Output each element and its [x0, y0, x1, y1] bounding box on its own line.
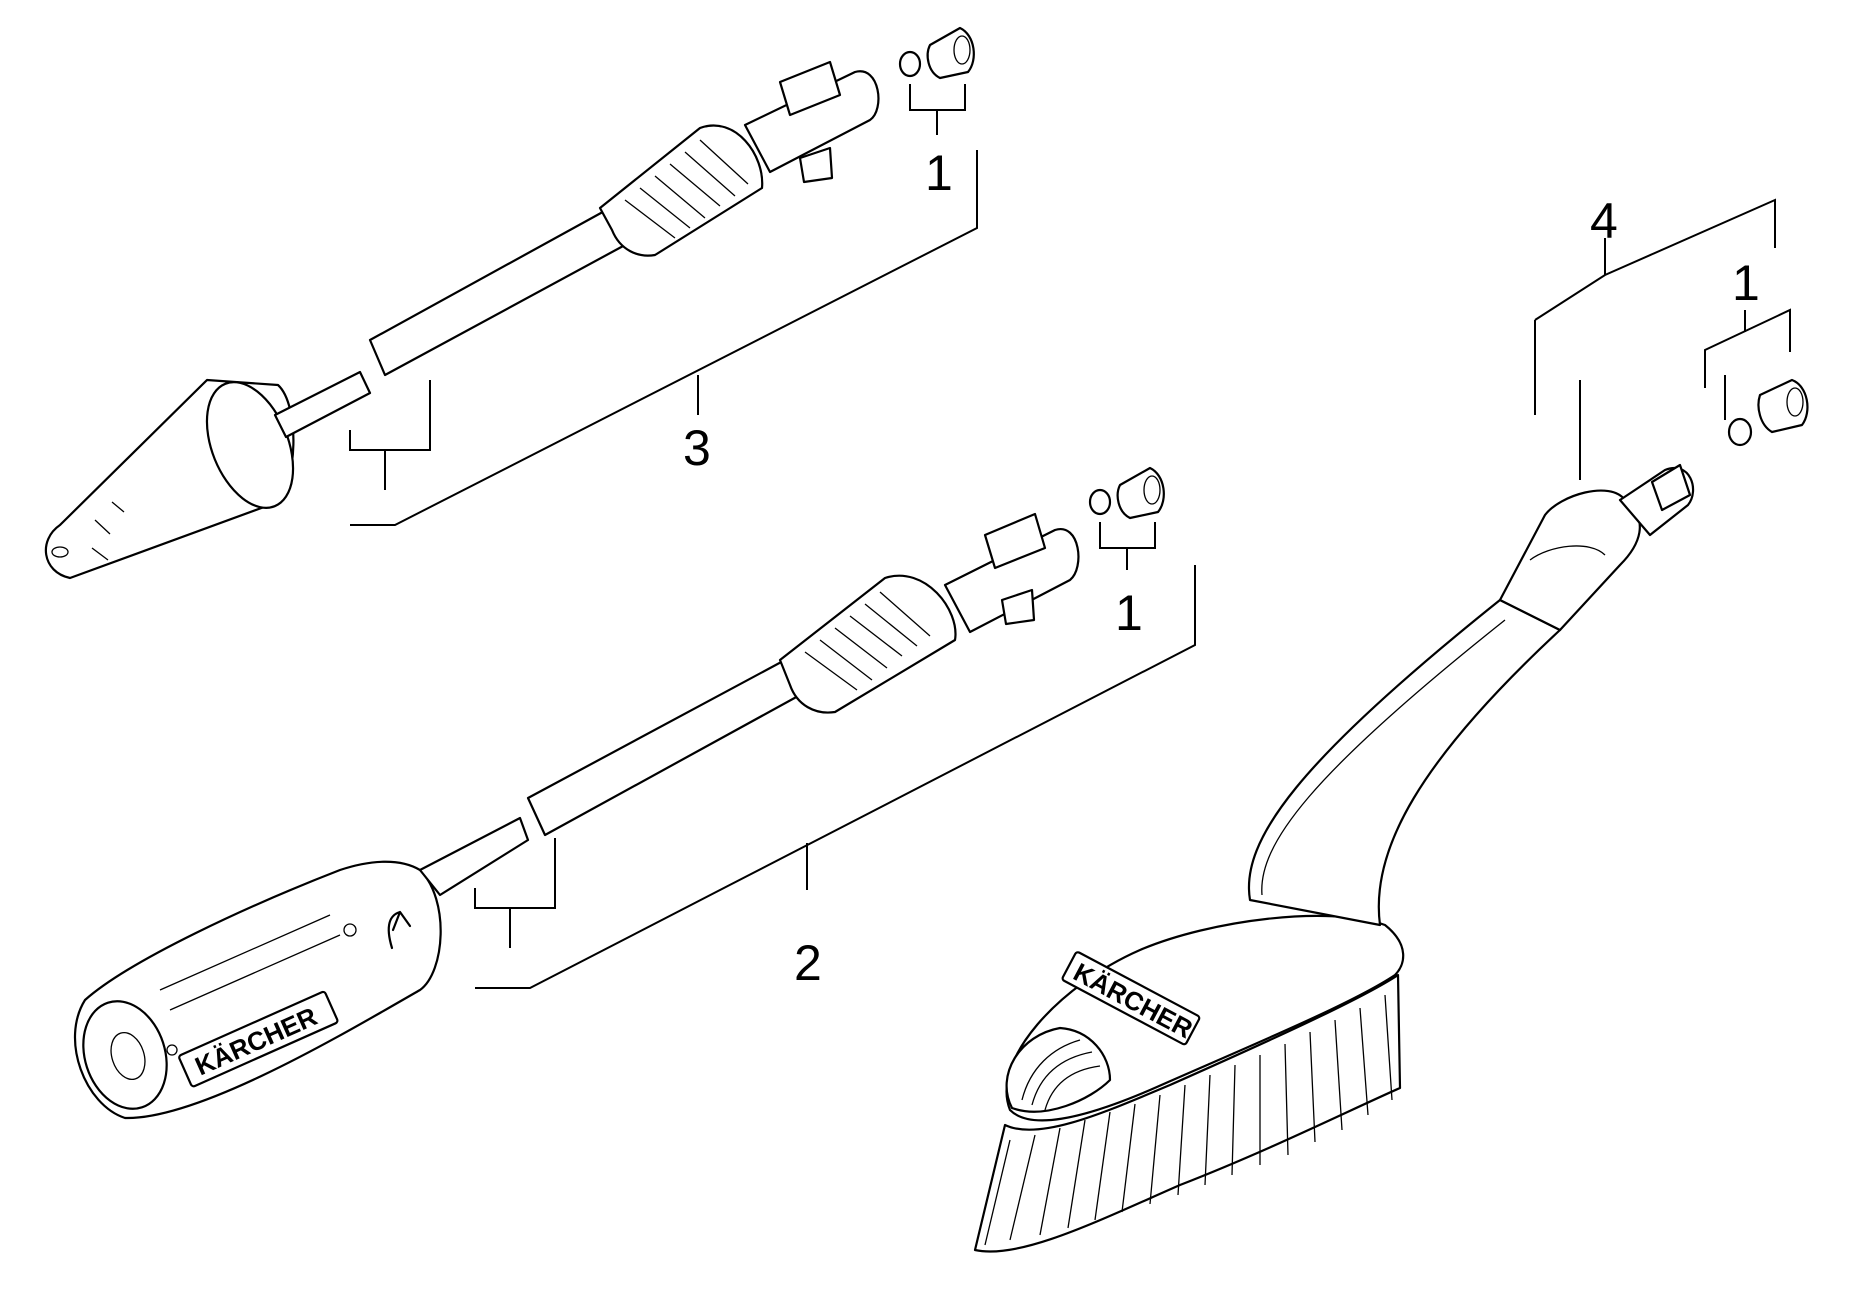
callout-part-1-top: 1 — [925, 145, 953, 201]
callout-part-3: 3 — [683, 420, 711, 476]
leader-lines — [349, 84, 1791, 989]
lance-vario-power: KÄRCHER — [74, 466, 1165, 1120]
callout-part-2: 2 — [794, 935, 822, 991]
wash-brush: KÄRCHER — [973, 378, 1809, 1253]
callout-part-4: 4 — [1590, 193, 1618, 249]
callout-part-1-right: 1 — [1732, 255, 1760, 311]
lance-dirt-blaster — [44, 26, 975, 580]
callout-part-1-middle: 1 — [1115, 585, 1143, 641]
